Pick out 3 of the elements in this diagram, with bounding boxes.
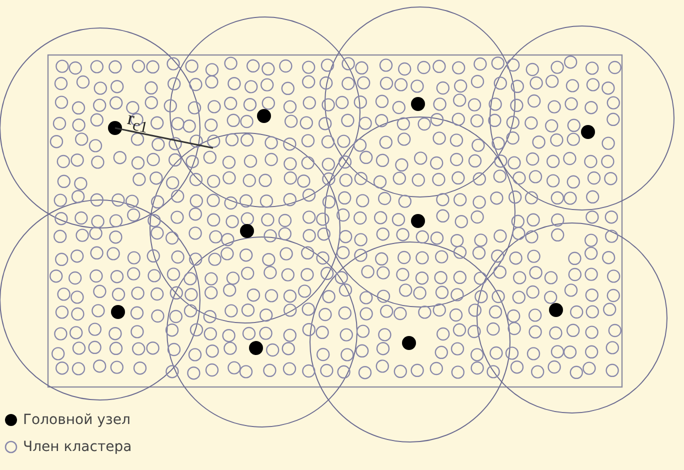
radius-label: r$_{c1}$ [124,108,150,138]
legend-label: Член кластера [23,439,132,455]
legend-label: Головной узел [23,412,130,428]
